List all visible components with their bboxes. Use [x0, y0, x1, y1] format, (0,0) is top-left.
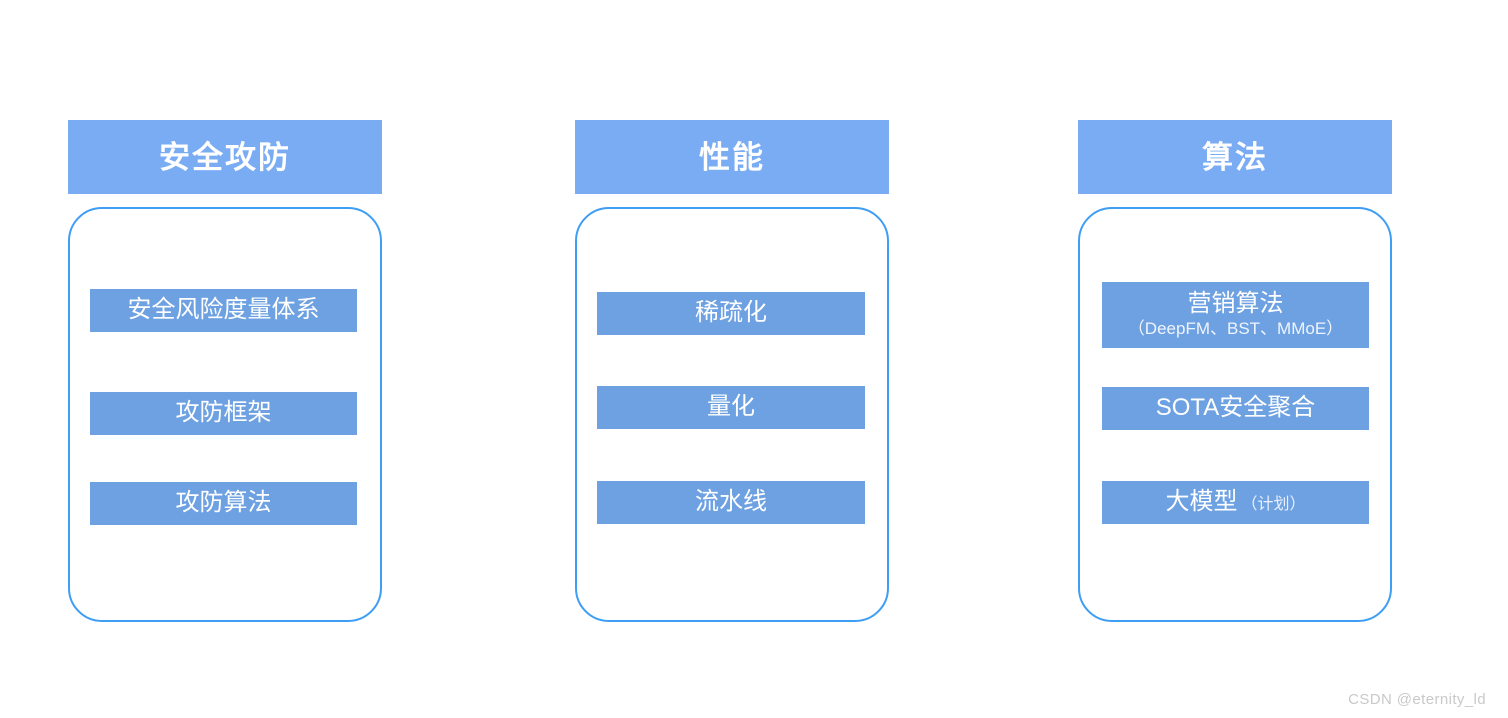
item-label: SOTA安全聚合 — [1155, 394, 1316, 422]
item-label: 攻防算法 — [175, 489, 272, 517]
column-header-label: 算法 — [1202, 139, 1268, 175]
item-inline-sublabel: （计划） — [1241, 496, 1306, 514]
column-body-performance: 稀疏化 量化 流水线 — [575, 207, 889, 622]
item-label: 安全风险度量体系 — [127, 296, 320, 324]
item-bar[interactable]: 量化 — [597, 386, 865, 429]
item-bar[interactable]: 大模型（计划） — [1102, 481, 1369, 524]
column-security: 安全攻防 安全风险度量体系 攻防框架 攻防算法 — [68, 120, 382, 622]
item-label: 稀疏化 — [695, 299, 767, 327]
item-label: 流水线 — [695, 488, 767, 516]
column-header-algorithm: 算法 — [1078, 120, 1392, 194]
column-header-label: 安全攻防 — [159, 139, 291, 175]
item-bar[interactable]: 流水线 — [597, 481, 865, 524]
item-label: 营销算法 — [1187, 290, 1284, 318]
item-label: 大模型（计划） — [1165, 488, 1306, 516]
item-label: 攻防框架 — [175, 399, 272, 427]
item-label-text: 大模型 — [1165, 488, 1238, 516]
column-algorithm: 算法 营销算法 （DeepFM、BST、MMoE） SOTA安全聚合 大模型（计… — [1078, 120, 1392, 622]
item-bar[interactable]: SOTA安全聚合 — [1102, 387, 1369, 430]
column-body-security: 安全风险度量体系 攻防框架 攻防算法 — [68, 207, 382, 622]
column-header-label: 性能 — [699, 139, 765, 175]
column-header-performance: 性能 — [575, 120, 889, 194]
item-bar[interactable]: 攻防框架 — [90, 392, 357, 435]
column-body-algorithm: 营销算法 （DeepFM、BST、MMoE） SOTA安全聚合 大模型（计划） — [1078, 207, 1392, 622]
column-performance: 性能 稀疏化 量化 流水线 — [575, 120, 889, 622]
item-bar[interactable]: 攻防算法 — [90, 482, 357, 525]
item-label: 量化 — [707, 393, 755, 421]
watermark: CSDN @eternity_ld — [1348, 691, 1486, 708]
item-sublabel: （DeepFM、BST、MMoE） — [1127, 319, 1344, 339]
item-bar[interactable]: 营销算法 （DeepFM、BST、MMoE） — [1102, 282, 1369, 348]
item-bar[interactable]: 稀疏化 — [597, 292, 865, 335]
item-bar[interactable]: 安全风险度量体系 — [90, 289, 357, 332]
column-header-security: 安全攻防 — [68, 120, 382, 194]
